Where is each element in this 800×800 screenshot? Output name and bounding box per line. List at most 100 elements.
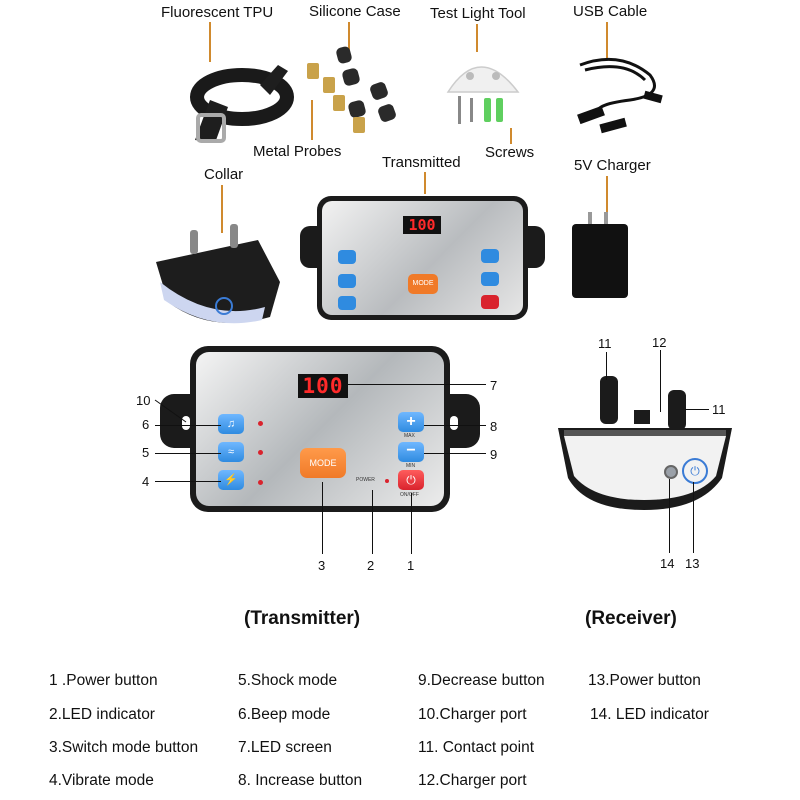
label-fluorescent-tpu: Fluorescent TPU [161, 4, 274, 21]
legend-item-10: 10.Charger port [418, 706, 527, 723]
vibrate-led-dot [258, 480, 263, 485]
callout-12: 12 [652, 335, 667, 350]
legend-item-11: 11. Contact point [418, 739, 535, 756]
leader-5 [155, 453, 221, 454]
callout-14: 14 [660, 556, 675, 571]
leader-transmitted [424, 172, 426, 194]
leader-13 [693, 482, 694, 553]
legend-item-12: 12.Charger port [418, 772, 527, 789]
power-led-indicator [385, 479, 389, 483]
small-increase-button[interactable] [481, 249, 499, 263]
lightning-icon: ⚡ [224, 474, 238, 486]
legend-item-9: 9.Decrease button [418, 672, 545, 689]
callout-10: 10 [136, 393, 151, 408]
legend-item-6: 6.Beep mode [238, 706, 331, 723]
legend-item-1: 1 .Power button [49, 672, 158, 689]
legend-item-2: 2.LED indicator [49, 706, 155, 723]
leader-14 [669, 479, 670, 553]
collar-image [156, 224, 280, 324]
led-screen: 100 [298, 374, 348, 398]
leader-12 [660, 350, 661, 412]
power-icon: ⏻ [690, 464, 700, 478]
small-mode-button[interactable]: MODE [408, 274, 438, 294]
small-shock-button[interactable] [338, 274, 356, 288]
legend-item-8: 8. Increase button [238, 772, 363, 789]
legend-item-7: 7.LED screen [238, 739, 332, 756]
legend-item-3: 3.Switch mode button [49, 739, 199, 756]
leader-1 [411, 493, 412, 554]
small-power-button[interactable] [481, 295, 499, 309]
plus-icon: + [406, 413, 416, 430]
legend-item-5: 5.Shock mode [238, 672, 338, 689]
small-decrease-button[interactable] [481, 272, 499, 286]
receiver-image [558, 376, 732, 510]
power-button[interactable]: ⏻ [398, 470, 424, 490]
callout-9: 9 [490, 447, 498, 462]
leader-10 [154, 399, 187, 423]
beep-led-dot [258, 421, 263, 426]
leader-2 [372, 490, 373, 554]
receiver-heading: (Receiver) [585, 608, 677, 629]
leader-test-light-tool [476, 24, 478, 52]
callout-11-side: 11 [712, 402, 726, 417]
label-collar: Collar [204, 166, 244, 183]
shock-led-dot [258, 450, 263, 455]
label-test-light-tool: Test Light Tool [430, 5, 526, 22]
small-beep-button[interactable] [338, 250, 356, 264]
beep-mode-button[interactable]: ♫ [218, 414, 244, 434]
max-label: MAX [404, 433, 415, 439]
leader-fluorescent-tpu [209, 22, 211, 62]
tpu-strap-image [190, 65, 294, 143]
callout-2: 2 [367, 558, 375, 573]
leader-11b [685, 409, 709, 410]
power-icon: ⏻ [406, 473, 416, 487]
callout-3: 3 [318, 558, 326, 573]
label-usb-cable: USB Cable [573, 3, 648, 20]
transmitter-heading: (Transmitter) [244, 608, 361, 629]
receiver-led-indicator [664, 465, 678, 479]
charger-image [572, 212, 628, 298]
callout-1: 1 [407, 558, 415, 573]
callout-13: 13 [685, 556, 700, 571]
leader-collar [221, 185, 223, 233]
leader-5v-charger [606, 176, 608, 216]
receiver-power-button[interactable]: ⏻ [682, 458, 708, 484]
label-5v-charger: 5V Charger [574, 157, 651, 174]
increase-button[interactable]: + [398, 412, 424, 432]
leader-usb-cable [606, 22, 608, 60]
test-light-tool-image [446, 66, 520, 124]
label-silicone-case: Silicone Case [309, 3, 401, 20]
callout-4: 4 [142, 474, 150, 489]
legend-item-13: 13.Power button [588, 672, 701, 689]
leader-9 [424, 453, 486, 454]
callout-7: 7 [490, 378, 498, 393]
label-metal-probes: Metal Probes [253, 143, 342, 160]
small-led-screen: 100 [403, 216, 441, 234]
power-label: POWER [356, 477, 375, 483]
leader-metal-probes [311, 100, 313, 140]
leader-8 [424, 425, 486, 426]
callout-8: 8 [490, 419, 498, 434]
small-transmitter: 100 MODE [300, 196, 545, 320]
min-label: MIN [406, 463, 416, 469]
label-transmitted: Transmitted [382, 154, 461, 171]
shock-mode-button[interactable]: ≈ [218, 442, 244, 462]
callout-6: 6 [142, 417, 150, 432]
leader-4 [155, 481, 221, 482]
legend-item-14: 14. LED indicator [590, 706, 709, 723]
minus-icon: − [406, 442, 416, 459]
leader-11a [606, 352, 607, 380]
switch-mode-button[interactable]: MODE [300, 448, 346, 478]
decrease-button[interactable]: − [398, 442, 424, 462]
vibrate-mode-button[interactable]: ⚡ [218, 470, 244, 490]
leader-7 [348, 384, 486, 385]
callout-11-top: 11 [598, 336, 612, 351]
usb-cable-image [577, 57, 663, 134]
leader-screws [510, 128, 512, 144]
large-transmitter: 100 ♫ ≈ ⚡ MODE + MAX − MIN POWER ⏻ ON/OF… [160, 346, 480, 512]
legend-item-4: 4.Vibrate mode [49, 772, 154, 789]
onoff-label: ON/OFF [400, 492, 419, 498]
small-vibrate-button[interactable] [338, 296, 356, 310]
callout-5: 5 [142, 445, 150, 460]
leader-silicone-case [348, 22, 350, 50]
